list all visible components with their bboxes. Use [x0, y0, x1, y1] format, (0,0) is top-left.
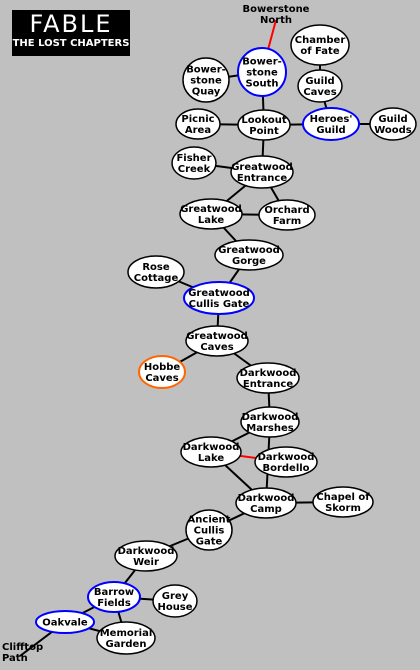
location-bubble: [185, 509, 233, 551]
location-bubble: [185, 325, 249, 357]
location-bubble: [127, 255, 185, 289]
location-bubble: [235, 487, 297, 519]
location-bubble: [240, 406, 300, 438]
location-bubble: [237, 47, 287, 97]
location-bubble: [258, 199, 316, 231]
location-heroes-guild[interactable]: Heroes'Guild: [302, 107, 360, 141]
location-bubble: [237, 109, 291, 141]
location-bubble: [96, 621, 156, 655]
location-bubble: [302, 107, 360, 141]
location-bubble: [114, 540, 178, 572]
location-label: Heroes'Guild: [310, 114, 353, 136]
title-box: FABLE THE LOST CHAPTERS: [12, 10, 130, 56]
location-bubble: [175, 108, 221, 140]
location-bubble: [152, 584, 198, 618]
location-bubble: [214, 239, 284, 271]
location-bubble: [87, 581, 141, 613]
location-bubble: [254, 446, 318, 478]
title-sub: THE LOST CHAPTERS: [12, 38, 130, 49]
location-bubble: [182, 57, 230, 103]
location-bubble: [138, 355, 186, 389]
location-oakvale[interactable]: Oakvale: [35, 610, 95, 634]
location-bubble: [290, 24, 350, 66]
location-bubble: [230, 155, 294, 189]
location-bubble: [312, 486, 374, 518]
location-bubble: [35, 610, 95, 634]
location-label: Oakvale: [42, 618, 88, 629]
location-bubble: [297, 69, 343, 103]
title-main: FABLE: [29, 10, 113, 38]
location-bubble: [171, 146, 217, 180]
location-bubble: [236, 362, 300, 394]
location-bubble: [369, 107, 417, 141]
location-bubble: [183, 281, 255, 315]
location-bubble: [180, 436, 242, 468]
location-bubble: [179, 198, 243, 230]
